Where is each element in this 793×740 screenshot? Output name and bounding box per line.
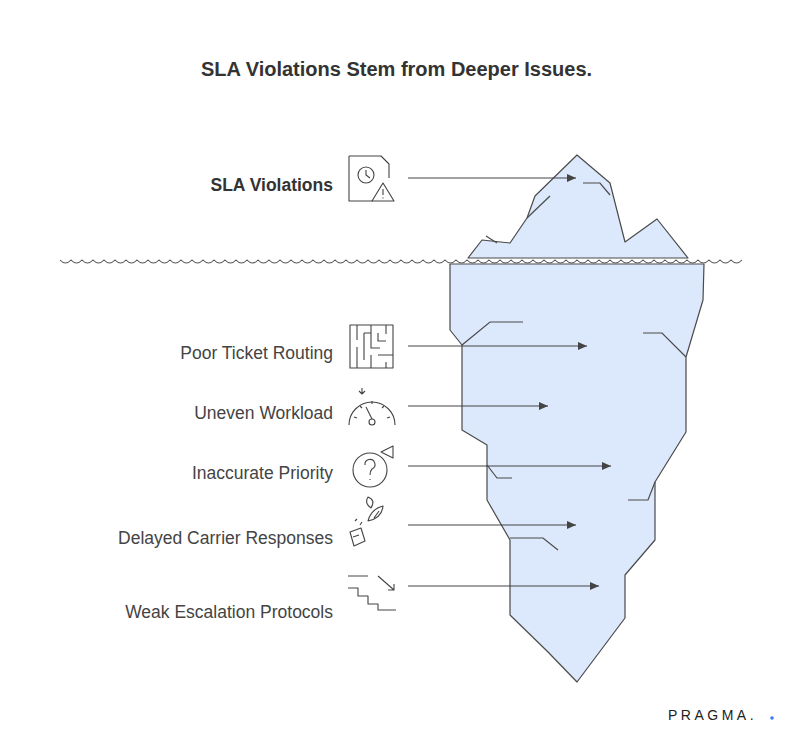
iceberg-tip [468, 155, 688, 258]
cause-label: Uneven Workload [194, 403, 333, 424]
cause-label: Delayed Carrier Responses [118, 528, 333, 549]
brand-dot [770, 716, 774, 720]
diagram-title: SLA Violations Stem from Deeper Issues. [0, 58, 793, 81]
brand-watermark: PRAGMA. [668, 707, 757, 723]
iceberg-body [450, 264, 704, 682]
cause-label: Inaccurate Priority [192, 463, 333, 484]
question-icon [353, 446, 393, 487]
top-label: SLA Violations [210, 175, 333, 196]
water-line [60, 260, 742, 263]
cause-label: Weak Escalation Protocols [125, 602, 333, 623]
leader-arrows [408, 178, 611, 586]
ice-cracks [462, 183, 686, 550]
stairs-icon [348, 576, 396, 610]
maze-icon [350, 325, 393, 368]
clock-warning-icon [349, 156, 394, 201]
gauge-icon [349, 388, 395, 425]
cause-label: Poor Ticket Routing [180, 343, 333, 364]
shipment-icon [350, 497, 383, 546]
